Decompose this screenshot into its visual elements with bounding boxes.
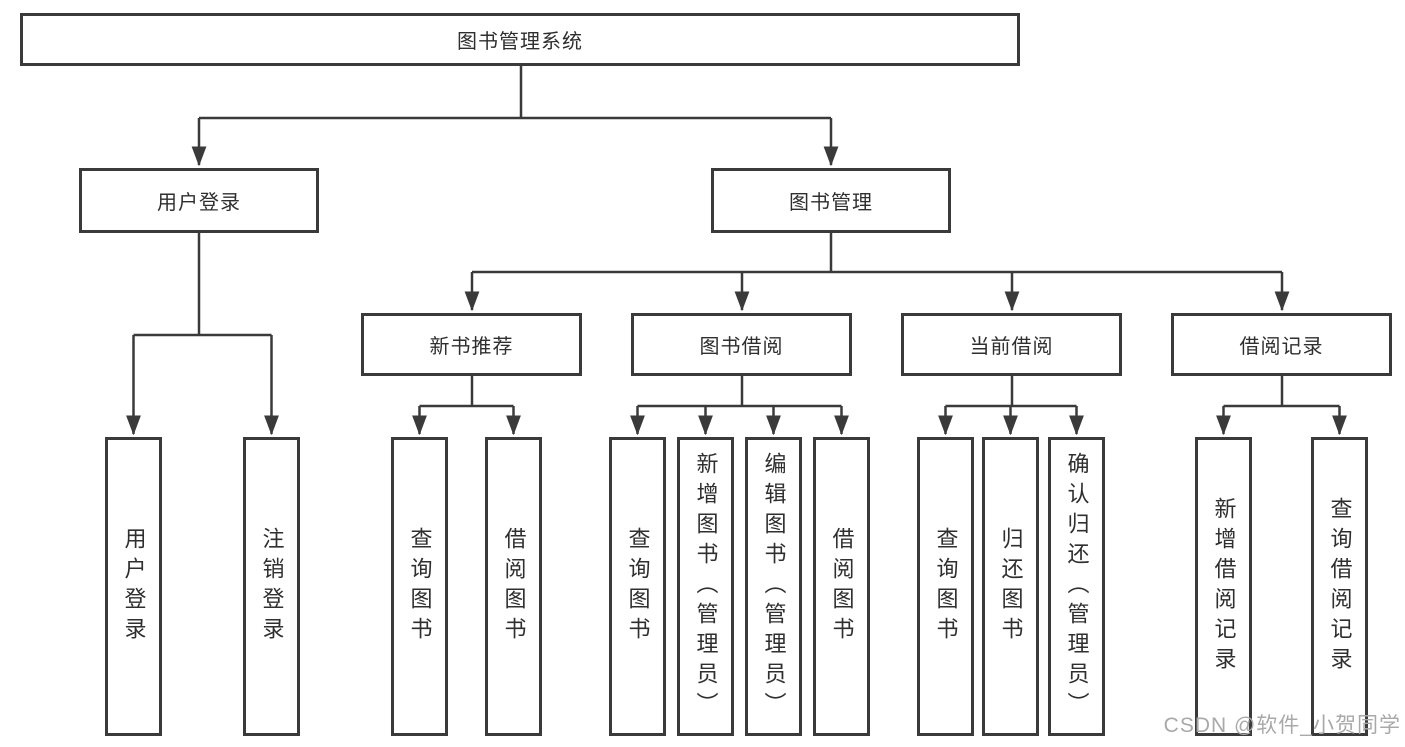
node-label: 当前借阅 (969, 336, 1054, 358)
leaf-return-book: 归还图书 (982, 437, 1039, 736)
leaf-borrow-books-recommend: 借阅图书 (485, 437, 542, 736)
leaf-query-books-borrow: 查询图书 (609, 437, 666, 736)
leaf-label: 注销登录 (259, 526, 285, 647)
node-user-login: 用户登录 (79, 168, 319, 233)
leaf-query-books-recommend: 查询图书 (391, 437, 448, 736)
node-label: 图书管理 (789, 192, 873, 214)
csdn-watermark: CSDN @软件_小贺同学 (1163, 714, 1401, 737)
leaf-user-login: 用户登录 (105, 437, 162, 736)
leaf-label: 查询图书 (933, 526, 959, 647)
leaf-label: 归还图书 (998, 526, 1024, 647)
leaf-label: 查询图书 (625, 526, 651, 647)
node-label: 图书管理系统 (457, 31, 583, 53)
leaf-label: 查询图书 (407, 526, 433, 647)
leaf-logout: 注销登录 (243, 437, 300, 736)
node-label: 图书借阅 (699, 336, 784, 358)
leaf-label: 编辑图书（管理员） (761, 451, 787, 722)
node-new-book-recommend: 新书推荐 (361, 313, 582, 376)
leaf-label: 新增借阅记录 (1211, 496, 1237, 677)
node-library-system-root: 图书管理系统 (20, 13, 1020, 66)
leaf-query-books-current: 查询图书 (917, 437, 974, 736)
node-label: 用户登录 (157, 192, 241, 214)
leaf-borrow-books-borrow: 借阅图书 (813, 437, 870, 736)
leaf-label: 确认归还（管理员） (1064, 451, 1090, 722)
leaf-label: 用户登录 (121, 526, 147, 647)
leaf-confirm-return-admin: 确认归还（管理员） (1048, 437, 1105, 736)
leaf-label: 新增图书（管理员） (693, 451, 719, 722)
node-label: 借阅记录 (1239, 336, 1324, 358)
node-label: 新书推荐 (429, 336, 514, 358)
leaf-label: 查询借阅记录 (1327, 496, 1353, 677)
node-book-management: 图书管理 (711, 168, 951, 233)
node-current-borrow: 当前借阅 (901, 313, 1122, 376)
leaf-add-book-admin: 新增图书（管理员） (677, 437, 734, 736)
leaf-query-borrow-record: 查询借阅记录 (1311, 437, 1368, 736)
leaf-label: 借阅图书 (501, 526, 527, 647)
leaf-add-borrow-record: 新增借阅记录 (1195, 437, 1252, 736)
leaf-label: 借阅图书 (829, 526, 855, 647)
leaf-edit-book-admin: 编辑图书（管理员） (745, 437, 802, 736)
node-book-borrow: 图书借阅 (631, 313, 852, 376)
node-borrow-records: 借阅记录 (1171, 313, 1392, 376)
